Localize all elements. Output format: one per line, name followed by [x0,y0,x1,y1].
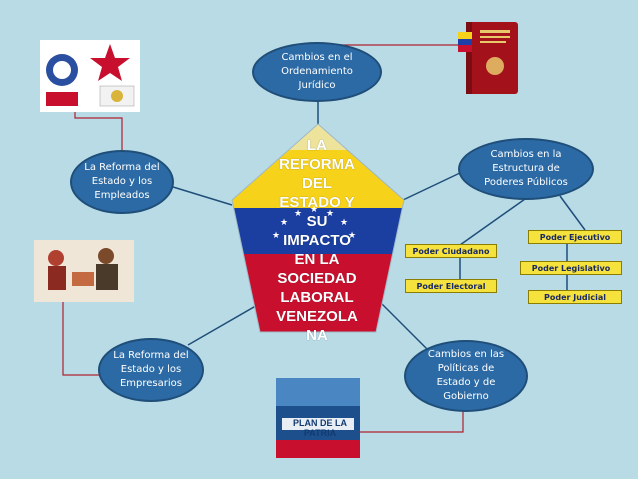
svg-text:★: ★ [294,209,302,219]
plan-de-la-patria-image [276,378,360,458]
box-poder-judicial[interactable]: Poder Judicial [528,290,622,304]
node-cambios-estructura-poderes[interactable]: Cambios en la Estructura de Poderes Públ… [458,138,594,200]
svg-text:★: ★ [340,218,348,228]
constitution-book-image [458,22,518,94]
box-poder-ejecutivo[interactable]: Poder Ejecutivo [528,230,622,244]
box-poder-ciudadano[interactable]: Poder Ciudadano [405,244,497,258]
flag-stars: ★ ★ ★ ★ ★ ★ ★ [272,205,356,241]
government-logos-image [40,40,140,112]
node-reforma-empresarios[interactable]: La Reforma del Estado y los Empresarios [98,338,204,402]
box-poder-electoral[interactable]: Poder Electoral [405,279,497,293]
svg-text:★: ★ [310,205,318,215]
node-cambios-ordenamiento-juridico[interactable]: Cambios en el Ordenamiento Jurídico [252,42,382,102]
box-poder-legislativo[interactable]: Poder Legislativo [520,261,622,275]
venezuela-flag-pentagon: ★ ★ ★ ★ ★ ★ ★ [231,123,405,333]
svg-text:★: ★ [272,231,280,241]
svg-text:★: ★ [280,218,288,228]
svg-text:★: ★ [326,209,334,219]
node-cambios-politicas[interactable]: Cambios en las Políticas de Estado y de … [404,340,528,412]
plan-de-la-patria-label: PLAN DE LA PATRIA [293,418,347,438]
workers-illustration-image [34,240,134,302]
svg-text:★: ★ [348,231,356,241]
central-title: LA REFORMA DEL ESTADO Y SU IMPACTO EN LA… [276,137,358,344]
node-reforma-empleados[interactable]: La Reforma del Estado y los Empleados [70,150,174,214]
